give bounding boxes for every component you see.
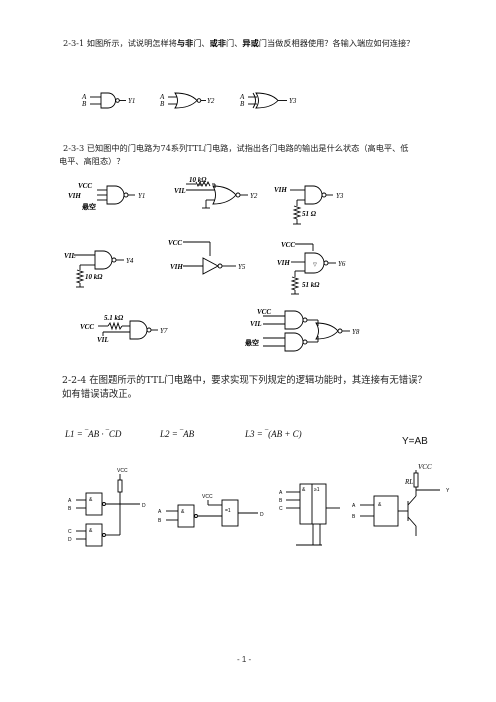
circuit-y8	[263, 310, 350, 352]
circuit-y6	[290, 243, 336, 295]
resistor-5k1-label: 5.1 kΩ	[104, 314, 124, 322]
vcc-label: VCC	[168, 239, 182, 247]
input-c-label: C	[68, 529, 72, 535]
resistor-10k-label: 10 kΩ	[189, 176, 207, 184]
vcc-label: VCC	[78, 182, 92, 190]
circuit-y7	[98, 320, 158, 340]
nand-gate-1	[90, 92, 126, 109]
vcc-label: VCC	[202, 494, 213, 500]
input-b-label: B	[240, 100, 245, 108]
output-y4-label: Y4	[126, 257, 134, 265]
and-symbol: &	[181, 509, 185, 515]
circuit-y-ab	[360, 470, 440, 536]
and-symbol: &	[302, 487, 306, 493]
vcc-label: VCC	[418, 463, 432, 471]
output-y1-label: Y1	[138, 192, 145, 200]
input-a-label: A	[68, 498, 72, 504]
input-a-label: A	[158, 509, 162, 515]
circuit-y3	[290, 185, 333, 225]
input-b-label: B	[352, 514, 356, 520]
vih-label: VIH	[170, 263, 183, 271]
nor-gate-1	[168, 92, 206, 109]
input-c-label: C	[279, 506, 283, 512]
output-y1-label: Y1	[128, 97, 135, 105]
circuit-y2	[186, 180, 248, 209]
circuit-y5	[183, 241, 236, 275]
xor-gate-1	[248, 92, 287, 109]
input-a-label: A	[239, 93, 245, 101]
circuit-y4	[74, 250, 124, 288]
output-y2-label: Y2	[250, 192, 258, 200]
output-y5-label: Y5	[238, 263, 246, 271]
vih-label: VIH	[277, 259, 290, 267]
vih-label: VIH	[274, 186, 287, 194]
input-a-label: A	[279, 490, 283, 496]
circuit-l1	[76, 474, 140, 547]
question-2-2-4: 2-2-4 在图题所示的TTL门电路中，要求实现下列规定的逻辑功能时，其连接有无…	[62, 375, 427, 400]
page-number: - 1 -	[237, 655, 252, 664]
circuit-l3	[286, 483, 340, 546]
output-y6-label: Y6	[338, 260, 346, 268]
input-a-label: A	[159, 93, 165, 101]
question-2-3-1: 2-3-1 如图所示，试说明怎样将与非门、或非门、异或门当做反相器使用？各输入端…	[63, 38, 415, 48]
xor-symbol: =1	[225, 508, 231, 514]
resistor-51-label: 51 Ω	[302, 210, 317, 218]
input-b-label: B	[279, 498, 283, 504]
or-symbol: ≥1	[314, 487, 320, 493]
output-y3-label: Y3	[336, 192, 344, 200]
input-d-label: D	[68, 537, 72, 543]
floating-label: 悬空	[81, 202, 96, 211]
output-label: D	[260, 512, 264, 518]
input-b-label: B	[68, 506, 72, 512]
vcc-label: VCC	[257, 308, 271, 316]
output-y2-label: Y2	[207, 97, 215, 105]
output-y7-label: Y7	[160, 327, 168, 335]
tristate-symbol: ▽	[313, 262, 317, 268]
circuit-l2	[166, 499, 258, 528]
input-b-label: B	[158, 518, 162, 524]
circuit-y1	[97, 185, 135, 205]
equation-l1: L1 = ‾AB · ‾CD	[64, 429, 122, 439]
input-a-label: A	[352, 503, 356, 509]
equation-y-ab: Y=AB	[402, 436, 428, 447]
and-symbol: &	[378, 502, 382, 508]
vcc-label: VCC	[80, 323, 94, 331]
input-a-label: A	[81, 93, 87, 101]
input-b-label: B	[82, 100, 87, 108]
equation-l2: L2 = ‾AB	[159, 429, 195, 439]
rl-label: RL	[404, 478, 413, 486]
vil-label: VIL	[97, 336, 109, 344]
and-symbol: &	[89, 528, 93, 534]
question-2-3-3: 2-3-3 已知图中的门电路为74系列TTL门电路，试指出各门电路的输出是什么状…	[59, 143, 409, 166]
floating-label: 悬空	[244, 338, 259, 347]
output-y-label: Y	[446, 488, 450, 494]
resistor-51k-label: 51 kΩ	[302, 281, 320, 289]
equation-l3: L3 = ‾(AB + C)	[244, 429, 302, 439]
vih-label: VIH	[68, 192, 81, 200]
output-label: D	[142, 503, 146, 509]
output-y8-label: Y8	[352, 328, 360, 336]
vil-label: VIL	[174, 187, 186, 195]
input-b-label: B	[160, 100, 165, 108]
vcc-label: VCC	[281, 241, 295, 249]
output-y3-label: Y3	[289, 97, 297, 105]
vcc-label: VCC	[117, 468, 128, 474]
resistor-10k-label: 10 kΩ	[85, 273, 103, 281]
vil-label: VIL	[64, 252, 76, 260]
vil-label: VIL	[250, 320, 262, 328]
and-symbol: &	[89, 497, 93, 503]
